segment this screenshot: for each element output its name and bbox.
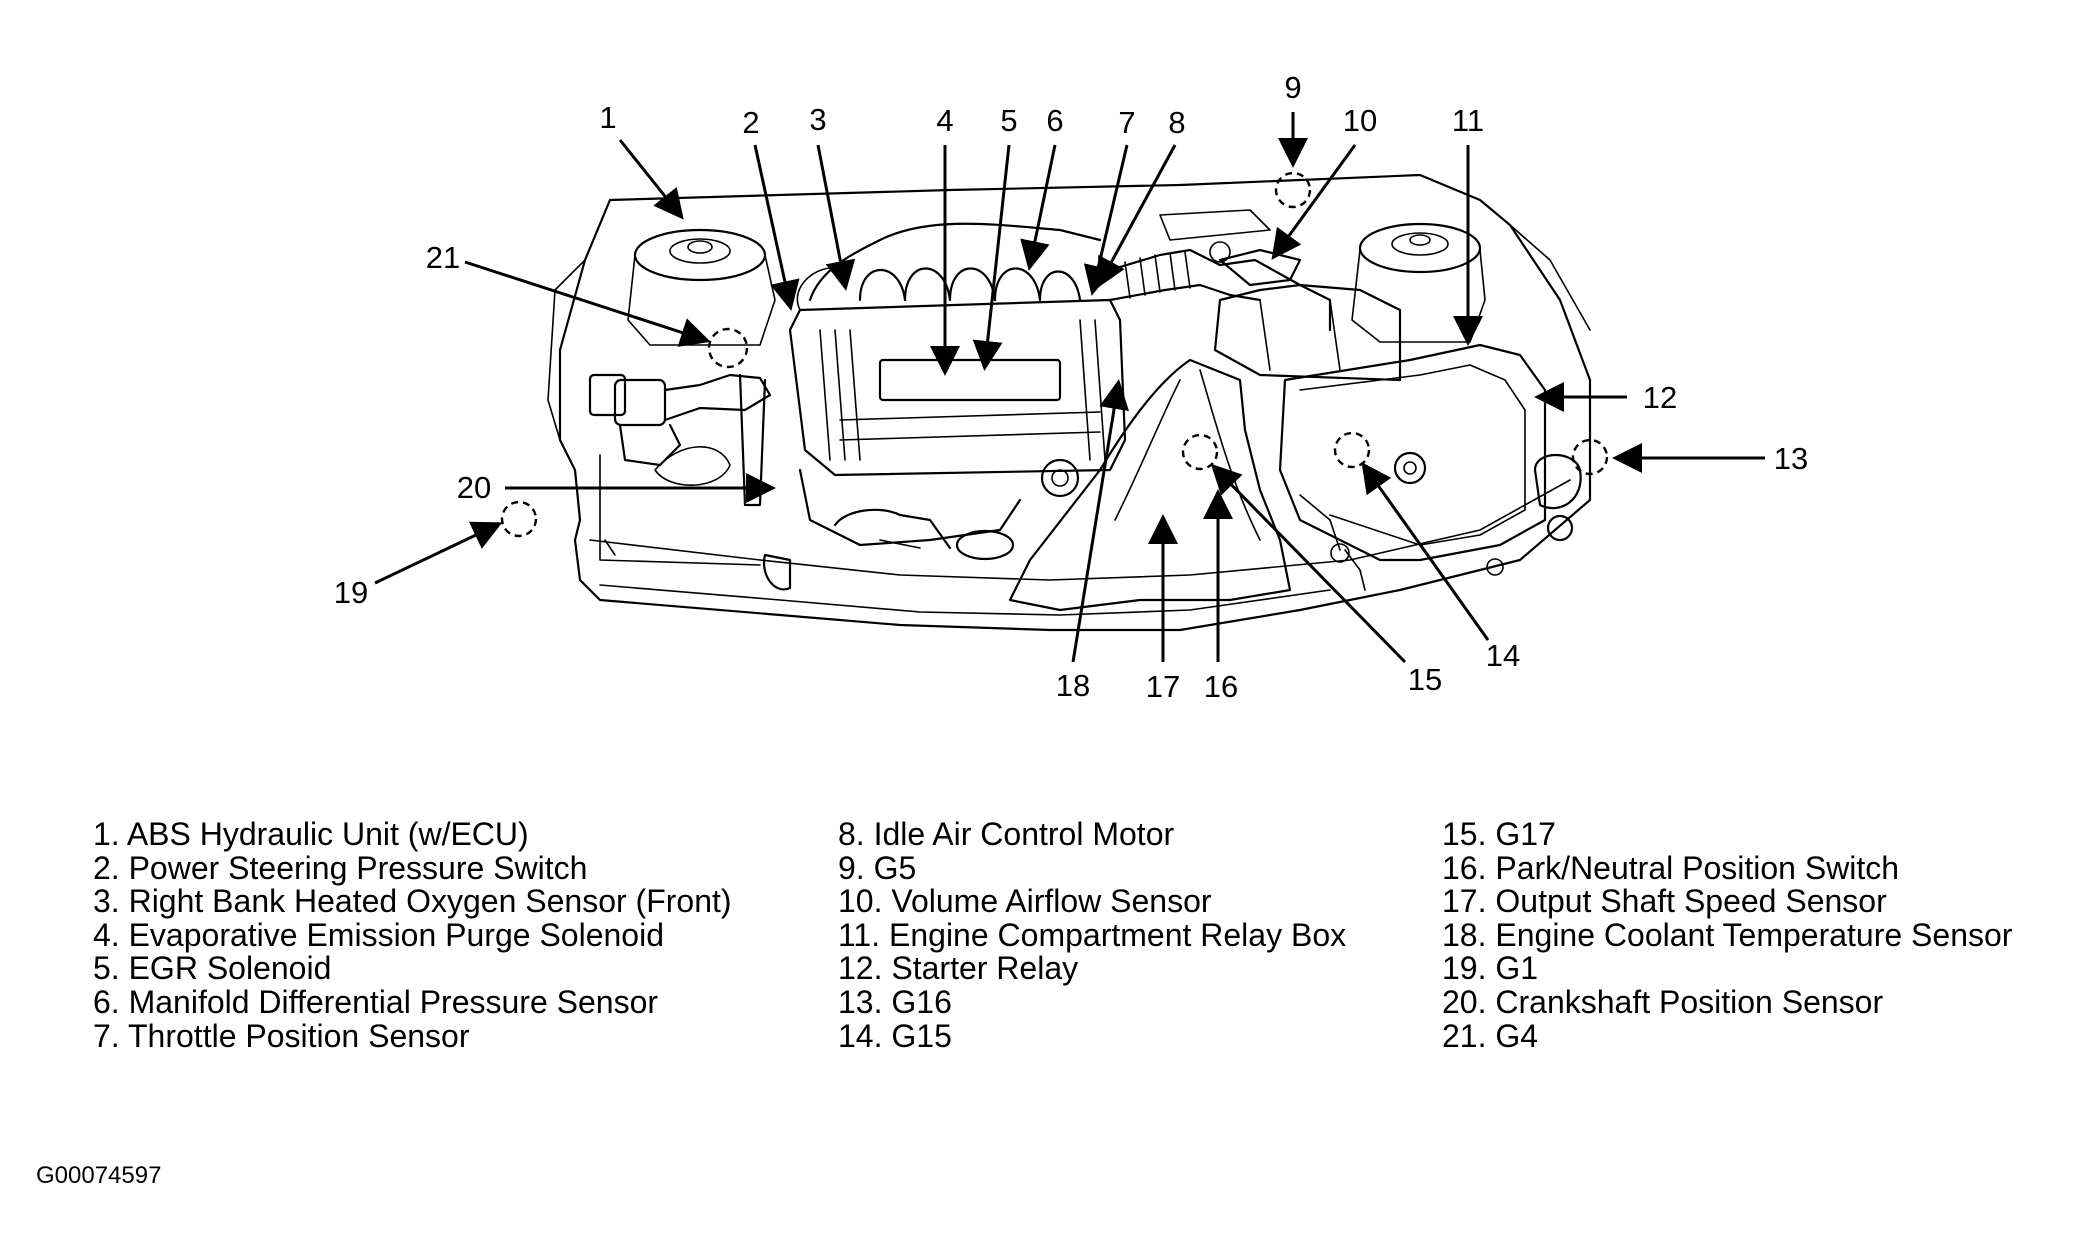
airflow-sensor-box-drawing xyxy=(1159,209,1302,287)
air-intake-duct-drawing xyxy=(1008,248,1402,612)
callout-20: 20 xyxy=(457,470,491,505)
g16-ground-point xyxy=(1571,438,1609,476)
callout-4: 4 xyxy=(936,103,953,138)
callout-18: 18 xyxy=(1056,668,1090,703)
g1-ground-point xyxy=(500,500,538,538)
g5-ground-point xyxy=(1274,171,1312,209)
legend-item: 8. Idle Air Control Motor xyxy=(838,816,1175,852)
legend-item: 10. Volume Airflow Sensor xyxy=(838,883,1212,920)
callout-6: 6 xyxy=(1046,103,1063,138)
legend-item: 1. ABS Hydraulic Unit (w/ECU) xyxy=(93,816,529,852)
legend-item: 4. Evaporative Emission Purge Solenoid xyxy=(93,916,664,953)
g17-ground-point xyxy=(1181,433,1219,471)
g4-ground-point xyxy=(707,327,749,369)
callout-numbers: 1 2 3 4 5 6 7 8 9 10 11 12 13 14 15 16 1… xyxy=(334,70,1808,704)
legend-item: 21. G4 xyxy=(1442,1017,1539,1054)
legend-item: 19. G1 xyxy=(1442,950,1539,987)
callout-15: 15 xyxy=(1408,662,1442,697)
callout-9: 9 xyxy=(1284,70,1301,105)
callout-11: 11 xyxy=(1452,103,1484,138)
callout-19: 19 xyxy=(334,575,368,610)
g15-ground-point xyxy=(1333,431,1371,469)
callout-1: 1 xyxy=(599,100,616,135)
callout-7: 7 xyxy=(1118,105,1135,140)
legend-item: 9. G5 xyxy=(838,849,917,886)
callout-5: 5 xyxy=(1000,103,1017,138)
relay-box-drawing xyxy=(1278,343,1582,591)
callout-14: 14 xyxy=(1486,638,1520,673)
legend-item: 15. G17 xyxy=(1442,816,1556,852)
right-strut-tower xyxy=(1351,222,1486,343)
legend-column-2: 8. Idle Air Control Motor 9. G5 10. Volu… xyxy=(838,816,1347,1054)
legend-item: 6. Manifold Differential Pressure Sensor xyxy=(93,983,659,1020)
legend-item: 18. Engine Coolant Temperature Sensor xyxy=(1442,916,2013,953)
abs-hydraulic-unit-drawing xyxy=(588,373,772,566)
legend-item: 5. EGR Solenoid xyxy=(93,950,332,987)
callout-16: 16 xyxy=(1204,669,1238,704)
legend-item: 11. Engine Compartment Relay Box xyxy=(838,916,1347,953)
callout-10: 10 xyxy=(1343,103,1377,138)
legend-item: 13. G16 xyxy=(838,983,952,1020)
callout-3: 3 xyxy=(809,102,826,137)
engine-bay-outline xyxy=(547,173,1592,632)
lower-engine-drawing xyxy=(762,458,1080,591)
leader-lines xyxy=(374,112,1765,664)
callout-12: 12 xyxy=(1643,380,1677,415)
legend-item: 7. Throttle Position Sensor xyxy=(93,1017,470,1054)
legend-item: 12. Starter Relay xyxy=(838,950,1079,987)
callout-21: 21 xyxy=(426,240,460,275)
legend-column-3: 15. G17 16. Park/Neutral Position Switch… xyxy=(1442,816,2013,1054)
callout-13: 13 xyxy=(1774,441,1808,476)
legend-item: 3. Right Bank Heated Oxygen Sensor (Fron… xyxy=(93,883,732,920)
callout-17: 17 xyxy=(1146,669,1180,704)
callout-2: 2 xyxy=(742,105,759,140)
legend-item: 14. G15 xyxy=(838,1017,952,1054)
legend-column-1: 1. ABS Hydraulic Unit (w/ECU) 2. Power S… xyxy=(93,816,732,1054)
legend-item: 16. Park/Neutral Position Switch xyxy=(1442,849,1900,886)
legend-item: 20. Crankshaft Position Sensor xyxy=(1442,983,1884,1020)
figure-id: G00074597 xyxy=(36,1162,162,1189)
legend-item: 2. Power Steering Pressure Switch xyxy=(93,849,588,886)
legend-item: 17. Output Shaft Speed Sensor xyxy=(1442,883,1887,920)
left-strut-tower xyxy=(627,228,776,346)
callout-8: 8 xyxy=(1168,105,1185,140)
